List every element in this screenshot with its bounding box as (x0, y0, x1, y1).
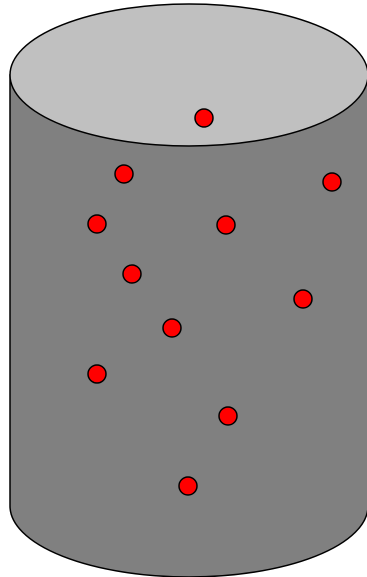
red-dot (88, 215, 106, 233)
red-dot (195, 109, 213, 127)
red-dot (219, 407, 237, 425)
red-dot (294, 290, 312, 308)
cylinder-body (10, 75, 367, 577)
red-dot (163, 319, 181, 337)
red-dot (115, 165, 133, 183)
red-dot (88, 365, 106, 383)
red-dot (323, 173, 341, 191)
cylinder-top (10, 4, 367, 146)
red-dot (217, 216, 235, 234)
red-dot (123, 265, 141, 283)
red-dot (179, 477, 197, 495)
